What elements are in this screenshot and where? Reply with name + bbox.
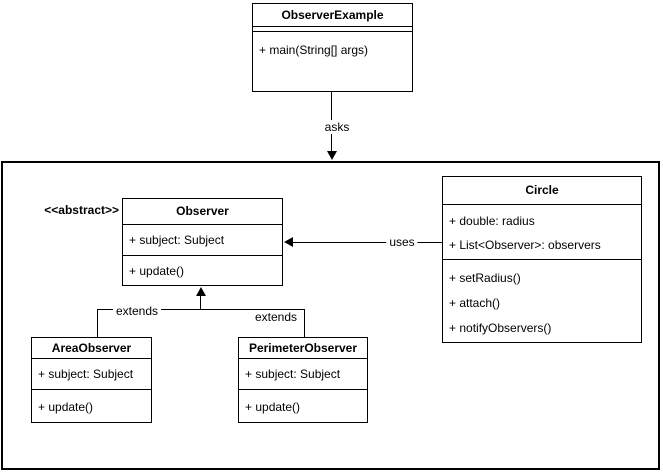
extends-left-drop-line[interactable]	[97, 310, 98, 337]
method-row: + update()	[239, 389, 367, 424]
class-title: Circle	[525, 183, 559, 197]
attribute-row: + double: radius	[449, 214, 535, 228]
class-title: Observer	[176, 204, 229, 218]
class-title: PerimeterObserver	[248, 341, 358, 355]
uses-edge-line[interactable]	[292, 242, 442, 243]
asks-arrowhead-icon	[327, 151, 337, 160]
attributes-compartment: + double: radius + List<Observer>: obser…	[443, 204, 641, 259]
method-row: + setRadius()	[449, 271, 521, 285]
empty-attributes-compartment	[253, 26, 412, 31]
extends-bar-line[interactable]	[97, 309, 305, 310]
attribute-row: + List<Observer>: observers	[449, 238, 601, 252]
attribute-row: + subject: Subject	[123, 224, 282, 255]
class-perimeter-observer[interactable]: PerimeterObserver + subject: Subject + u…	[238, 337, 368, 423]
methods-compartment: + setRadius() + attach() + notifyObserve…	[443, 259, 641, 344]
class-title: AreaObserver	[51, 341, 132, 355]
class-circle[interactable]: Circle + double: radius + List<Observer>…	[442, 176, 642, 343]
extends-right-edge-label[interactable]: extends	[251, 310, 301, 324]
method-row: + update()	[123, 255, 282, 287]
method-row: + attach()	[449, 296, 501, 310]
attribute-row: + subject: Subject	[32, 358, 151, 389]
extends-left-edge-label[interactable]: extends	[112, 304, 162, 318]
abstract-stereotype-label: <<abstract>>	[44, 203, 119, 217]
method-row: + main(String[] args)	[253, 31, 412, 91]
uses-edge-label[interactable]: uses	[386, 235, 418, 249]
class-observer-example[interactable]: ObserverExample + main(String[] args)	[252, 3, 413, 92]
method-row: + notifyObservers()	[449, 321, 552, 335]
class-title: ObserverExample	[281, 8, 384, 22]
class-area-observer[interactable]: AreaObserver + subject: Subject + update…	[31, 337, 152, 423]
system-boundary-box[interactable]	[1, 161, 660, 470]
uses-arrowhead-icon	[284, 237, 293, 247]
asks-edge-label[interactable]: asks	[321, 120, 353, 134]
class-observer[interactable]: Observer + subject: Subject + update()	[122, 198, 283, 286]
extends-arrowhead-icon	[196, 287, 206, 296]
method-row: + update()	[32, 389, 151, 424]
extends-right-drop-line[interactable]	[304, 310, 305, 337]
attribute-row: + subject: Subject	[239, 358, 367, 389]
extends-stem-line[interactable]	[200, 295, 201, 310]
